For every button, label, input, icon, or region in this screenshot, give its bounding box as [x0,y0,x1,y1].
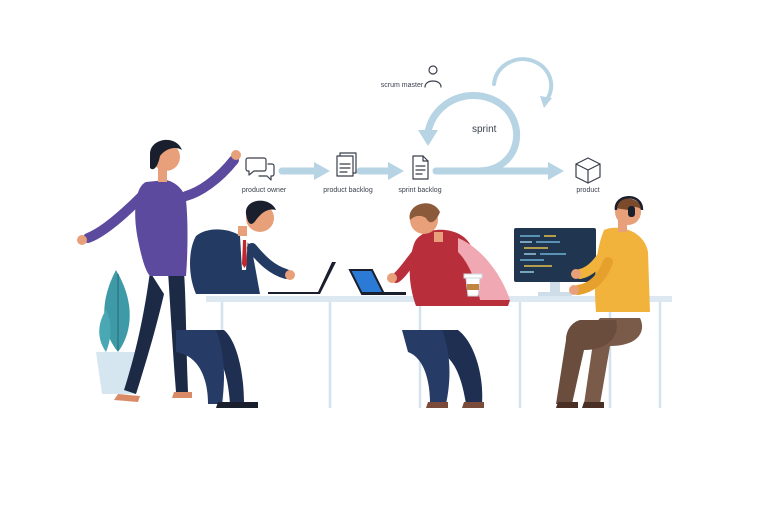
scrum-master-label: scrum master [380,82,424,89]
scrum-flow-diagram [245,57,601,184]
flow-arrow-backlog-to-sprint [356,162,404,180]
daily-cycle-arrow [492,57,554,108]
coffee-cup [463,273,483,297]
sprint-loop-arrow [418,92,521,175]
woman-product-owner [77,139,241,402]
document-icon [412,155,429,180]
chat-bubbles-icon [245,157,275,181]
man-in-suit [176,200,295,408]
sprint-backlog-label: sprint backlog [398,187,442,194]
man-red-sweater [387,203,510,408]
sprint-label: sprint [472,124,497,135]
product-owner-label: product owner [241,187,287,194]
product-label: product [576,187,600,194]
person-icon [424,65,442,88]
flow-arrow-owner-to-backlog [278,162,330,180]
laptop-center [348,269,406,295]
product-backlog-label: product backlog [323,187,373,194]
headphones-icon [614,196,644,217]
cube-icon [575,157,601,184]
man-yellow-sweater [556,196,650,408]
flow-arrow-sprint-to-product [474,162,564,180]
monitor [514,228,596,296]
document-stack-icon [336,152,357,177]
